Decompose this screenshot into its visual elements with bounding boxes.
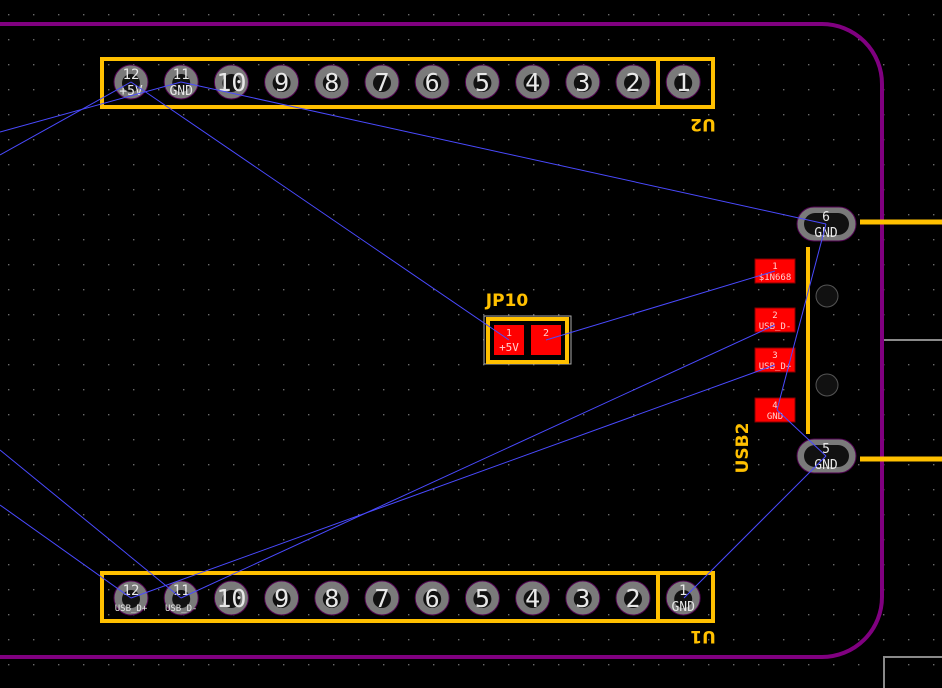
- drill-hole: [322, 74, 341, 92]
- drill-hole: [423, 74, 442, 92]
- usb2-pad-net: $1N668: [759, 273, 792, 283]
- u1-pin-number: 4: [525, 584, 540, 613]
- usb2-pad-num: 2: [772, 311, 777, 321]
- slot-hole: [804, 213, 849, 235]
- u1-pin-number: 6: [425, 584, 440, 613]
- mechanical-outline: [883, 656, 942, 688]
- u1-pin-number: 10: [216, 584, 246, 613]
- drill-hole: [373, 74, 391, 92]
- u2-pin-number: 5: [475, 68, 490, 97]
- usb2-pad-net: USB_D-: [759, 322, 792, 332]
- usb2-ref-label: USB2: [733, 423, 753, 474]
- usb2-pad-1[interactable]: [754, 258, 796, 284]
- usb2-shield-net: GND: [814, 458, 838, 473]
- drill-hole: [272, 590, 291, 608]
- usb2-shield-num: 6: [822, 210, 830, 225]
- usb2-pad-net: USB_D+: [759, 362, 792, 372]
- u2-ref-label: U2: [690, 114, 716, 134]
- ratsnest: [0, 81, 827, 599]
- u1-pin-net: USB_D+: [115, 604, 148, 614]
- usb2-pad-num: 3: [772, 351, 777, 361]
- u1-pin-number: 2: [625, 584, 640, 613]
- u2-pin-number: 1: [676, 68, 691, 97]
- usb2-mount-hole: [815, 373, 839, 397]
- jp10-pad-1-num: 1: [506, 328, 512, 339]
- usb2-pad-2[interactable]: [754, 307, 796, 333]
- usb2-pad-4[interactable]: [754, 397, 796, 423]
- u1-pin-number: 5: [475, 584, 490, 613]
- usb2-pad-num: 4: [772, 401, 777, 411]
- u2-pin-number: 9: [274, 68, 289, 97]
- board-outline: [0, 22, 884, 659]
- drill-hole: [573, 590, 592, 608]
- drill-hole: [272, 74, 291, 92]
- u1-pin-number: 7: [374, 584, 389, 613]
- u1-pin-net: USB_D-: [165, 604, 198, 614]
- u1-pin-number: 1: [679, 583, 687, 599]
- u2-pin-number: 6: [425, 68, 440, 97]
- u1-pin-number: 12: [123, 583, 140, 599]
- u1-pin-number: 3: [575, 584, 590, 613]
- drill-hole: [423, 590, 442, 608]
- u2-pin-net: GND: [169, 84, 193, 99]
- u2-pin-number: 7: [374, 68, 389, 97]
- u2-pin-net: +5V: [119, 84, 143, 99]
- drill-hole: [122, 74, 140, 92]
- u1-pin-net: GND: [671, 600, 695, 615]
- drill-hole: [222, 74, 241, 92]
- u2-pin-number: 10: [216, 68, 246, 97]
- u1-pin-number: 9: [274, 584, 289, 613]
- drill-hole: [523, 74, 542, 92]
- drill-hole: [674, 74, 693, 92]
- usb2-pad-num: 1: [772, 262, 777, 272]
- slot-hole: [804, 445, 849, 467]
- u2-pin-number: 3: [575, 68, 590, 97]
- u1-ref-label: U1: [690, 626, 716, 646]
- jp10-pad-1-net: +5V: [499, 341, 519, 354]
- usb2-shield-num: 5: [822, 442, 830, 457]
- drill-hole: [523, 590, 542, 608]
- u2-pin-number: 11: [173, 67, 190, 83]
- drill-hole: [473, 590, 492, 608]
- u1-pin-number: 8: [324, 584, 339, 613]
- usb2-pad-net: GND: [767, 412, 783, 422]
- drill-hole: [172, 74, 191, 92]
- u2-pin-number: 2: [625, 68, 640, 97]
- drill-hole: [322, 590, 341, 608]
- drill-hole: [624, 74, 642, 92]
- jp10-ref-label: JP10: [485, 291, 529, 311]
- jp10-pad-2-num: 2: [543, 328, 549, 339]
- usb2-shield-net: GND: [814, 226, 838, 241]
- drill-hole: [624, 590, 642, 608]
- drill-hole: [473, 74, 492, 92]
- u1-pin-number: 11: [173, 583, 190, 599]
- u2-pin-number: 4: [525, 68, 540, 97]
- u2-pin-number: 12: [123, 67, 140, 83]
- component-JP10[interactable]: JP10 1 +5V 2: [483, 291, 572, 365]
- drill-hole: [573, 74, 592, 92]
- u2-pin-number: 8: [324, 68, 339, 97]
- drill-hole: [222, 590, 241, 608]
- drill-hole: [373, 590, 391, 608]
- usb2-mount-hole: [815, 284, 839, 308]
